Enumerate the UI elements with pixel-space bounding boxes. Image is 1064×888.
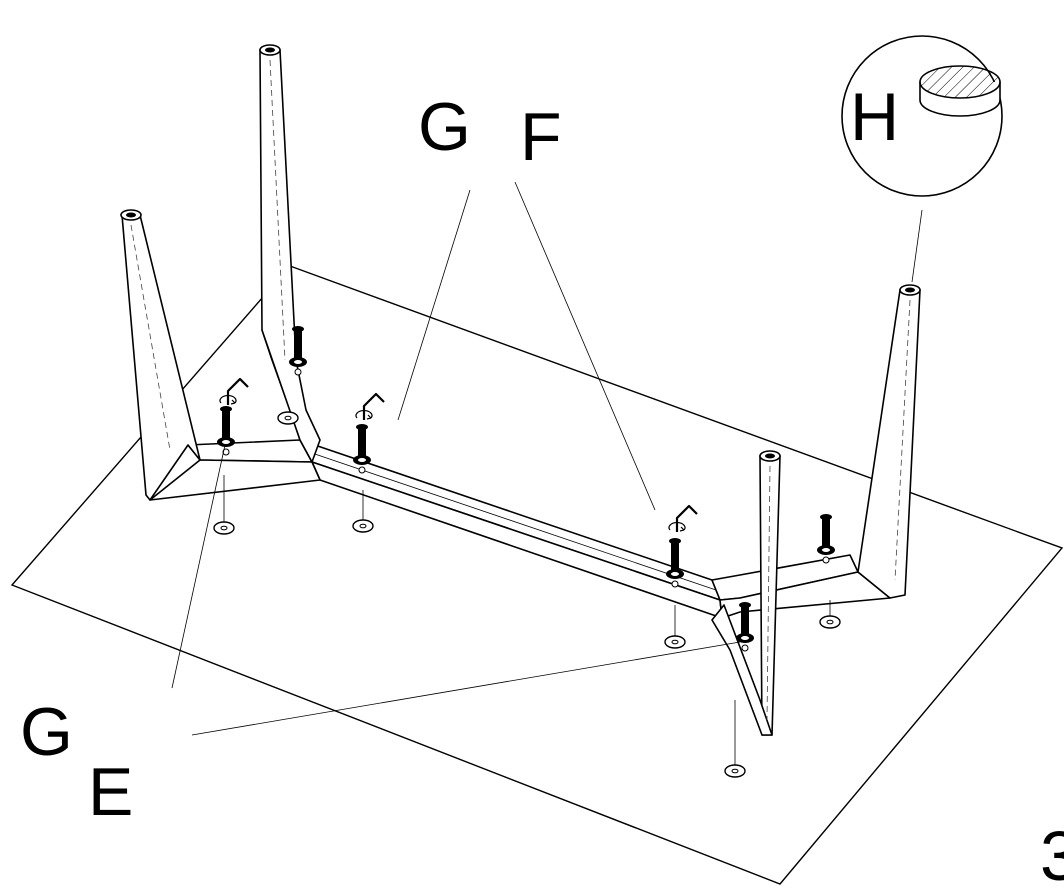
leg-front-right (711, 450, 781, 736)
washer-icon (277, 411, 299, 425)
allen-key-icon (218, 377, 250, 407)
label-h: H (850, 79, 899, 155)
washer-icon (352, 519, 374, 533)
allen-key-icon (354, 392, 386, 422)
washer-icon (664, 635, 686, 649)
leg-back-middle (259, 44, 321, 463)
washer-icon (819, 615, 841, 629)
table-top (10, 265, 1064, 885)
washer-icon (213, 521, 235, 535)
label-f-top: F (520, 99, 562, 175)
leg-back-right (857, 284, 921, 599)
drop-lines (223, 475, 831, 765)
felt-pad-callout: H (841, 35, 1003, 197)
label-e-bottom: E (88, 754, 133, 830)
label-g-top: G (418, 89, 471, 165)
washer-icon (724, 764, 746, 778)
step-number: 3 (1040, 817, 1064, 888)
bolt-icon (816, 513, 836, 564)
label-g-bottom: G (20, 694, 73, 770)
allen-key-icon (667, 504, 699, 534)
leg-back-left (120, 209, 201, 501)
felt-pad-icon (919, 65, 1001, 117)
leader-lines (171, 181, 923, 736)
